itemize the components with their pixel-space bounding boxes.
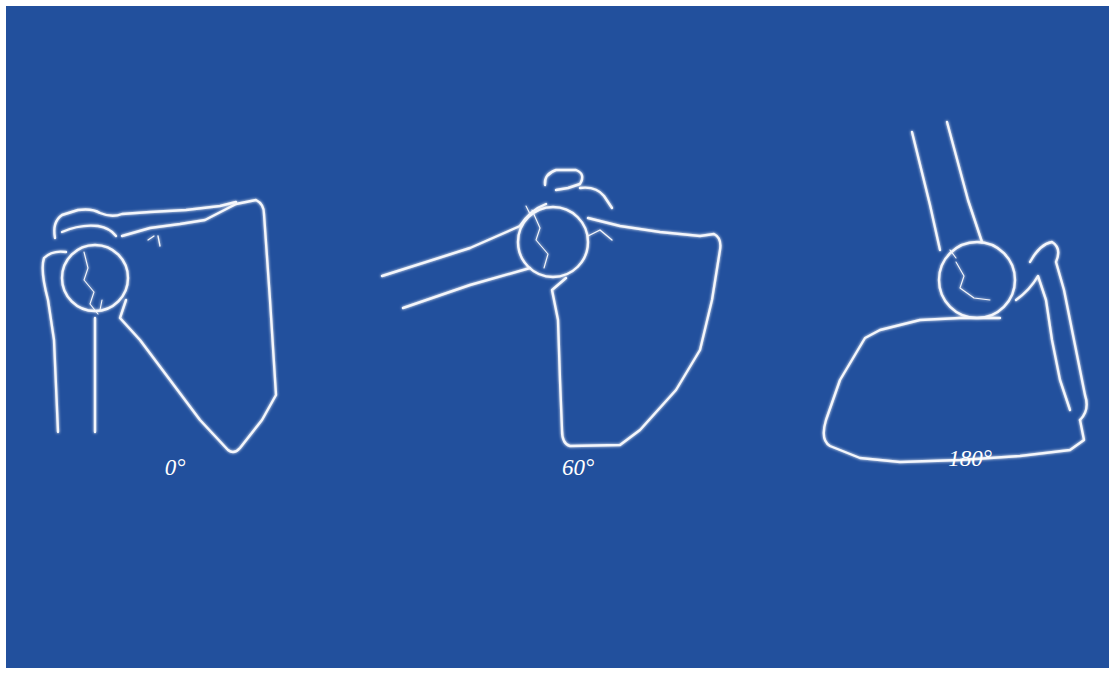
shoulder-elevated-180 bbox=[824, 122, 1087, 462]
humeral-head bbox=[939, 242, 1015, 318]
humerus-shaft bbox=[382, 204, 546, 276]
angle-label: 180° bbox=[948, 446, 992, 472]
scapular-spine bbox=[1016, 276, 1070, 410]
humerus-shaft bbox=[403, 268, 530, 308]
coracoid bbox=[62, 226, 116, 236]
bone-detail bbox=[84, 252, 102, 314]
humerus-shaft bbox=[912, 132, 940, 250]
angle-label: 0° bbox=[165, 455, 186, 481]
scapular-spine bbox=[148, 236, 160, 246]
humerus-shaft bbox=[94, 318, 96, 432]
angle-label: 60° bbox=[562, 455, 594, 481]
humerus-shaft bbox=[947, 122, 982, 242]
shoulder-abducted-60 bbox=[382, 170, 720, 446]
bone-detail bbox=[526, 206, 548, 268]
scapula-outline bbox=[552, 218, 720, 446]
background-panel: 0° 60° 180° bbox=[6, 6, 1109, 668]
humeral-head bbox=[62, 245, 128, 311]
scapula-outline bbox=[824, 318, 1084, 462]
acromion bbox=[545, 170, 582, 190]
coracoid bbox=[580, 188, 612, 208]
acromion bbox=[1030, 242, 1087, 420]
shoulder-illustration bbox=[6, 6, 1109, 668]
scapular-spine bbox=[588, 230, 612, 240]
humeral-head bbox=[518, 207, 588, 277]
acromion bbox=[54, 202, 236, 238]
scapula-outline bbox=[120, 200, 276, 452]
shoulder-at-rest bbox=[43, 200, 276, 452]
bone-detail bbox=[950, 250, 990, 300]
